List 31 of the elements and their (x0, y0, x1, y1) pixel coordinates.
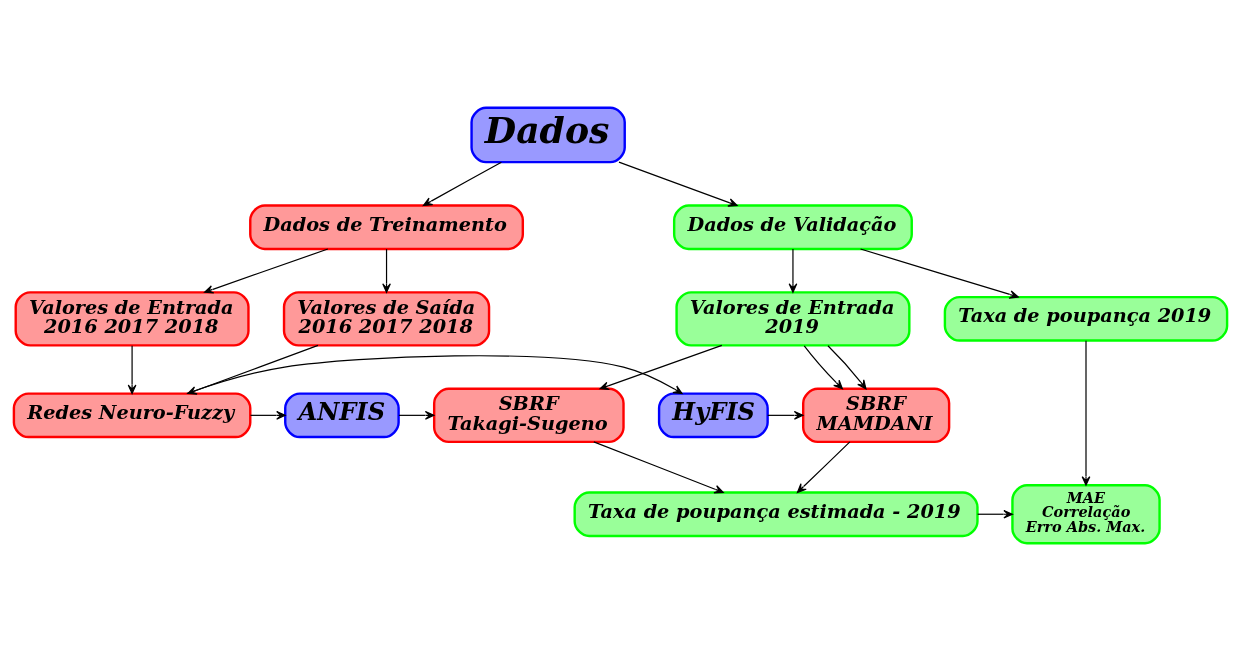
arrow (593, 441, 724, 494)
arrow (203, 248, 329, 294)
arrow (382, 248, 391, 293)
arrow (599, 344, 723, 391)
node-box: Taxa de poupança estimada - 2019 (573, 491, 979, 538)
arrow (398, 410, 435, 420)
arrow (127, 345, 137, 395)
node-box: HyFIS (657, 392, 769, 439)
arrow (788, 248, 798, 293)
node-box: Dados de Treinamento (249, 204, 525, 251)
arrow (827, 345, 867, 390)
arrow (796, 441, 851, 493)
node-box: SBRF MAMDANI (802, 387, 951, 444)
node-box: Valores de Entrada 2019 (675, 291, 911, 347)
node-box: Valores de Saída 2016 2017 2018 (282, 291, 491, 347)
node-box: Valores de Entrada 2016 2017 2018 (14, 291, 250, 347)
arrow (1081, 340, 1091, 486)
arrow (249, 410, 286, 420)
node-box: Taxa de poupança 2019 (943, 295, 1229, 342)
arrow (767, 410, 804, 420)
arrow (977, 509, 1013, 519)
node-box: Redes Neuro-Fuzzy (12, 392, 252, 439)
node-box: ANFIS (284, 392, 400, 439)
arrow (618, 161, 738, 207)
arrow (422, 161, 502, 207)
arrow (859, 248, 1019, 299)
node-box: SBRF Takagi-Sugeno (432, 387, 625, 444)
node-box: MAE Correlação Erro Abs. Max. (1011, 484, 1161, 545)
node-box: Dados (470, 106, 626, 164)
arrow (803, 345, 843, 390)
node-box: Dados de Validação (672, 204, 913, 251)
